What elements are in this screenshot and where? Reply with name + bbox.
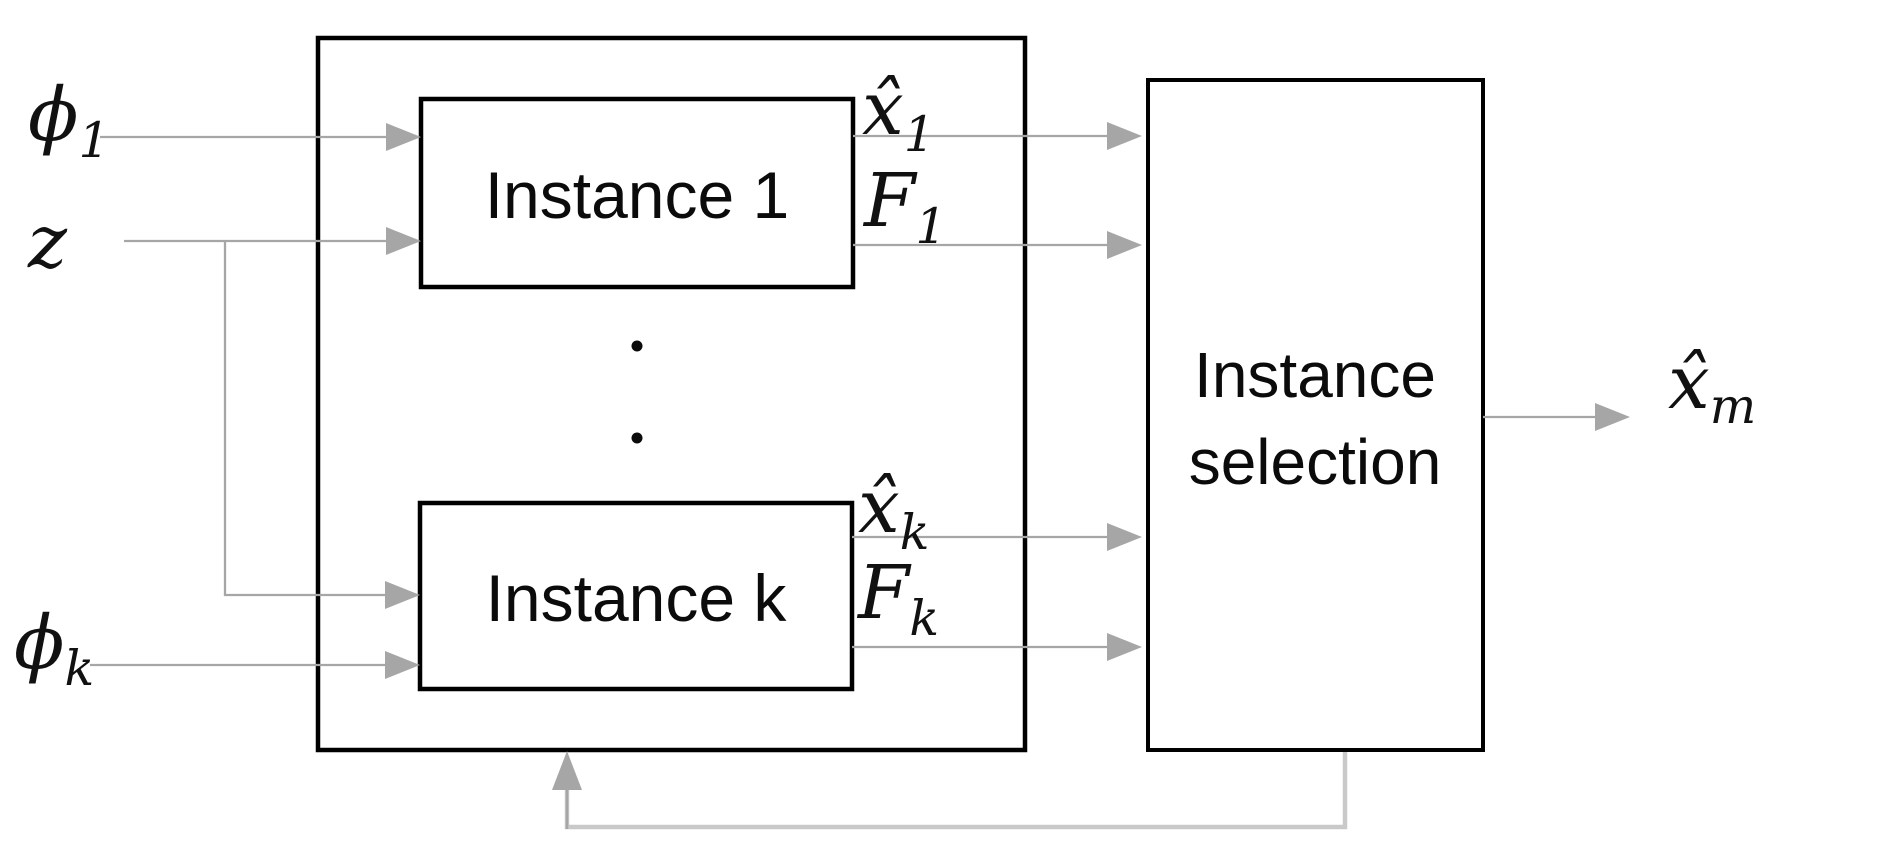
instance-selection-label-line2: selection: [1189, 426, 1442, 498]
feedback-path: [564, 752, 1348, 830]
z-arrow: [124, 227, 421, 255]
arrowhead-icon: [386, 123, 421, 151]
z-label: z: [27, 199, 68, 285]
instance-selection-box: [1146, 78, 1485, 752]
instance-k-label: Instance k: [486, 561, 788, 635]
fk-label: Fk: [856, 550, 939, 647]
xhatk-label: x̂k: [858, 464, 929, 561]
instance-1-box: [418, 96, 856, 290]
fk-arrow: [852, 633, 1142, 661]
phi1-arrow: [100, 123, 421, 151]
ellipsis-dots: [631, 340, 643, 444]
xhat1-arrow: [853, 122, 1142, 150]
phik-arrow: [90, 651, 420, 679]
f1-label: F1: [862, 158, 947, 255]
instance-k-box: [417, 500, 855, 692]
z-branch-arrow: [223, 241, 420, 609]
xhatm-label: x̂m: [1668, 340, 1756, 435]
output-arrow: [1483, 403, 1630, 431]
instance-1-label: Instance 1: [485, 158, 790, 232]
arrowhead-icon: [385, 581, 420, 609]
xhatk-arrow: [852, 523, 1142, 551]
arrowhead-icon: [1595, 403, 1630, 431]
feedback-arrowhead-icon: [552, 751, 582, 790]
f1-arrow: [853, 231, 1142, 259]
arrowhead-icon: [1107, 633, 1142, 661]
phik-label: ϕk: [14, 600, 94, 697]
feedback-arrow: [552, 751, 1348, 830]
arrowhead-icon: [1107, 231, 1142, 259]
arrowhead-icon: [1107, 122, 1142, 150]
arrowhead-icon: [385, 651, 420, 679]
xhat1-label: x̂1: [862, 66, 935, 163]
ellipsis-dot: [631, 432, 643, 444]
arrowhead-icon: [386, 227, 421, 255]
arrowhead-icon: [1107, 523, 1142, 551]
phi1-label: ϕ1: [28, 72, 110, 169]
instance-selection-label-line1: Instance: [1194, 339, 1436, 411]
ellipsis-dot: [631, 340, 643, 352]
